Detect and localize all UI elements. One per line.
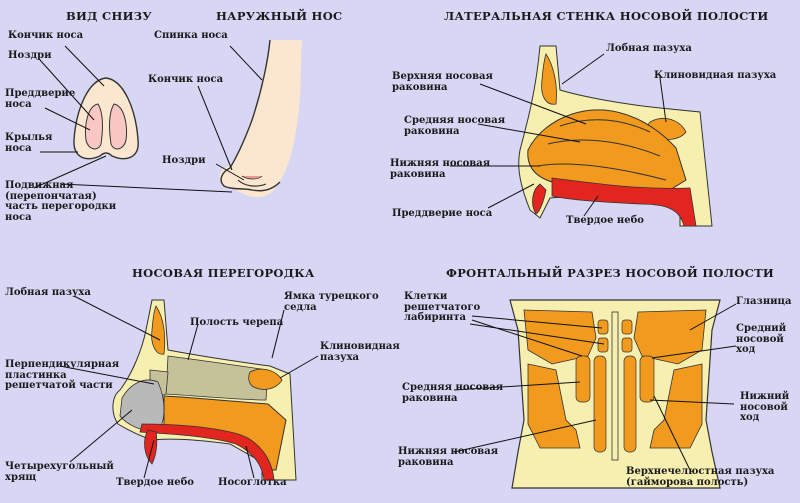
label-inferior-meatus: Нижний носовой ход — [740, 391, 790, 423]
title-external-nose: НАРУЖНЫЙ НОС — [216, 9, 343, 23]
label-inferior-concha-frontal: Нижняя носовая раковина — [398, 446, 499, 468]
label-hard-palate-septum: Твердое небо — [116, 477, 194, 488]
label-cranial-cavity: Полость черепа — [190, 317, 284, 328]
label-inferior-concha-lateral: Нижняя носовая раковина — [390, 158, 491, 180]
title-frontal-section: ФРОНТАЛЬНЫЙ РАЗРЕЗ НОСОВОЙ ПОЛОСТИ — [446, 266, 775, 280]
label-nostrils-bottom: Ноздри — [8, 50, 52, 61]
label-middle-concha-lateral: Средняя носовая раковина — [404, 115, 506, 137]
label-middle-meatus: Средний носовой ход — [736, 323, 787, 355]
label-sella: Ямка турецкого седла — [284, 291, 379, 313]
label-superior-concha: Верхняя носовая раковина — [392, 71, 493, 93]
label-vestibule-bottom: Преддверие носа — [5, 88, 76, 110]
leader-lines — [33, 45, 737, 479]
label-sphenoid-sinus-septum: Клиновидная пазуха — [320, 341, 400, 363]
bottom-view-nose-drawing — [73, 77, 139, 160]
label-frontal-sinus-septum: Лобная пазуха — [5, 287, 91, 298]
label-tip-external: Кончик носа — [148, 74, 224, 85]
label-nostrils-external: Ноздри — [162, 155, 206, 166]
label-bridge: Спинка носа — [154, 30, 228, 41]
label-hard-palate-lateral: Твердое небо — [566, 215, 644, 226]
label-mobile-septum: Подвижная (перепончатая) часть перегород… — [5, 180, 117, 223]
title-septum: НОСОВАЯ ПЕРЕГОРОДКА — [132, 266, 315, 280]
label-sphenoid-sinus-lateral: Клиновидная пазуха — [654, 70, 777, 81]
frontal-section-drawing — [509, 299, 721, 489]
title-lateral-wall: ЛАТЕРАЛЬНАЯ СТЕНКА НОСОВОЙ ПОЛОСТИ — [444, 9, 769, 23]
label-quadrangular-cartilage: Четырехугольный хрящ — [5, 461, 114, 483]
label-wings: Крылья носа — [5, 132, 53, 154]
label-maxillary-sinus: Верхнечелюстная пазуха (гайморова полост… — [626, 466, 775, 488]
title-bottom-view: ВИД СНИЗУ — [66, 9, 153, 23]
septum-drawing — [112, 299, 297, 481]
label-tip-bottom: Кончик носа — [8, 30, 84, 41]
label-ethmoid-cells: Клетки решетчатого лабиринта — [404, 291, 481, 323]
lateral-wall-drawing — [518, 45, 713, 227]
label-nasopharynx: Носоглотка — [218, 477, 287, 488]
label-orbit: Глазница — [736, 296, 792, 307]
external-nose-drawing — [219, 39, 302, 198]
label-vestibule-lateral: Преддверие носа — [392, 208, 493, 219]
label-perpendicular-plate: Перпендикулярная пластинка решетчатой ча… — [5, 359, 120, 391]
label-frontal-sinus-lateral: Лобная пазуха — [606, 43, 692, 54]
label-middle-concha-frontal: Средняя носовая раковина — [402, 382, 504, 404]
